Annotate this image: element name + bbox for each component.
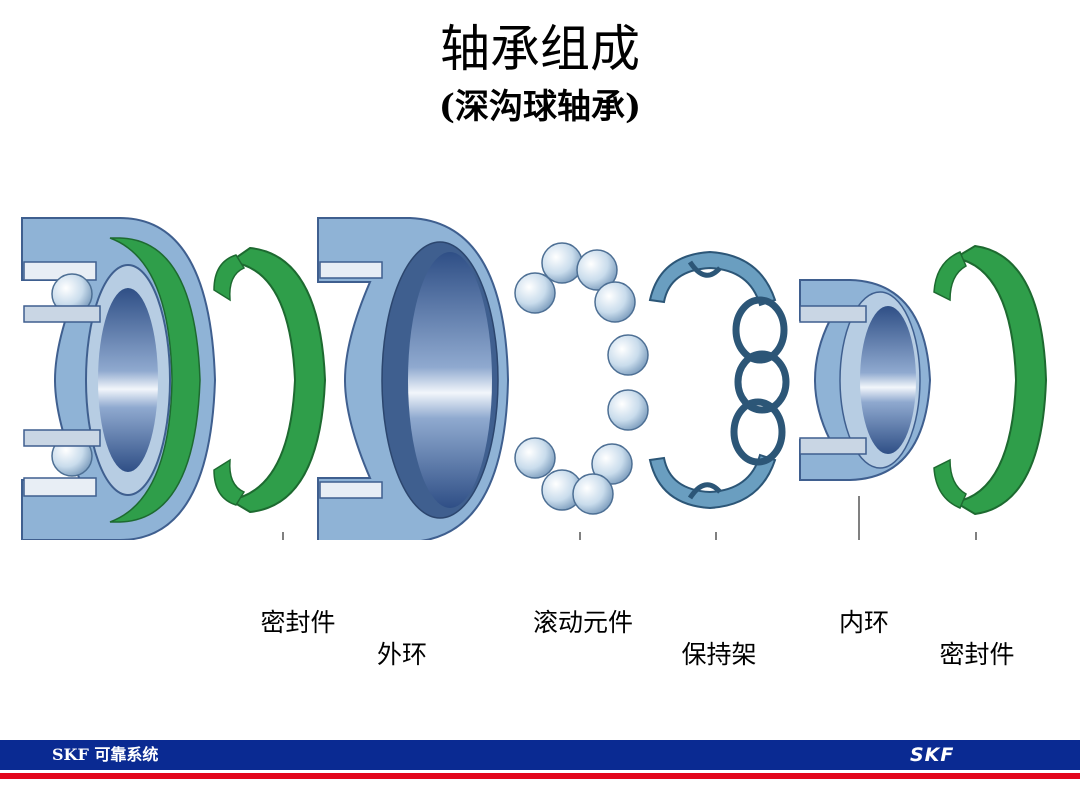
outer-ring-part bbox=[317, 217, 510, 540]
page-title: 轴承组成 bbox=[440, 20, 640, 78]
seal-left-part bbox=[213, 246, 327, 514]
leader-lines bbox=[282, 496, 977, 540]
assembled-bearing bbox=[21, 217, 217, 540]
skf-logo: SKF bbox=[910, 744, 955, 766]
label-seal-right: 密封件 bbox=[939, 640, 1015, 669]
inner-ring-part bbox=[799, 279, 932, 481]
label-rolling-elements: 滚动元件 bbox=[532, 608, 634, 637]
page-subtitle: (深沟球轴承) bbox=[438, 87, 642, 127]
label-outer-ring: 外环 bbox=[376, 640, 428, 669]
label-inner-ring: 内环 bbox=[838, 608, 890, 637]
cage-part bbox=[648, 250, 790, 510]
label-cage: 保持架 bbox=[681, 640, 757, 669]
footer-text: SKF 可靠系统 bbox=[52, 745, 159, 764]
footer-bar bbox=[0, 740, 1080, 770]
rolling-elements-part bbox=[514, 242, 649, 515]
seal-right-part bbox=[933, 244, 1048, 516]
bearing-exploded-diagram bbox=[21, 217, 1048, 540]
footer-accent-line bbox=[0, 773, 1080, 779]
label-seal-left: 密封件 bbox=[260, 608, 336, 637]
